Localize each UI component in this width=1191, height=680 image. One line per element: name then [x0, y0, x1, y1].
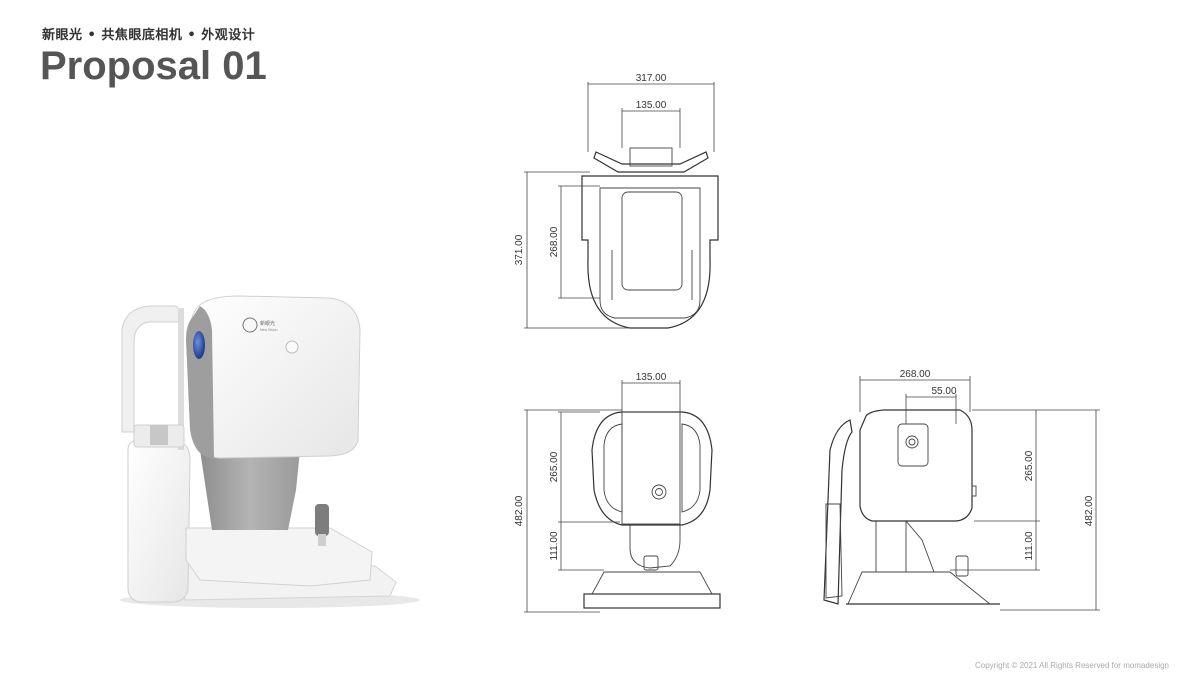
render-logo-sub: New Vision [260, 328, 277, 332]
page-title: Proposal 01 [40, 44, 267, 88]
dim-top-inner-height: 268.00 [549, 226, 560, 257]
side-view-drawing: 268.00 55.00 482.00 265.00 111.00 [823, 369, 1100, 611]
dim-side-upper-height: 265.00 [1024, 450, 1035, 481]
dim-side-inner-width: 55.00 [931, 386, 956, 397]
render-logo-mark [242, 317, 258, 333]
page-subtitle: 新眼光 • 共焦眼底相机 • 外观设计 [42, 28, 256, 43]
render-logo-text: 新眼光 [260, 320, 275, 327]
render-lens [193, 331, 205, 359]
render-neck [200, 450, 300, 530]
dim-front-overall-height: 482.00 [514, 495, 525, 526]
dim-top-overall-height: 371.00 [514, 234, 525, 265]
dim-top-overall-width: 317.00 [636, 73, 667, 84]
render-headrest-post [178, 308, 184, 450]
render-head-side [186, 306, 214, 458]
copyright-notice: Copyright © 2021 All Rights Reserved for… [975, 661, 1169, 670]
render-button [285, 340, 299, 354]
dim-front-lower-height: 111.00 [549, 531, 560, 561]
render-joystick [315, 504, 329, 536]
dim-top-inner-width: 135.00 [636, 100, 667, 111]
dim-front-top-width: 135.00 [636, 372, 667, 383]
dim-side-lower-height: 111.00 [1024, 531, 1035, 561]
dim-side-top-width: 268.00 [900, 369, 931, 380]
front-view-drawing: 135.00 482.00 265.00 111.00 [514, 372, 721, 613]
render-chin-pad [150, 425, 168, 445]
render-joystick-base [318, 534, 326, 546]
top-view-drawing: 317.00 135.00 371.00 268.00 [514, 73, 719, 329]
dim-front-upper-height: 265.00 [549, 451, 560, 482]
dim-side-overall-height: 482.00 [1084, 495, 1095, 526]
